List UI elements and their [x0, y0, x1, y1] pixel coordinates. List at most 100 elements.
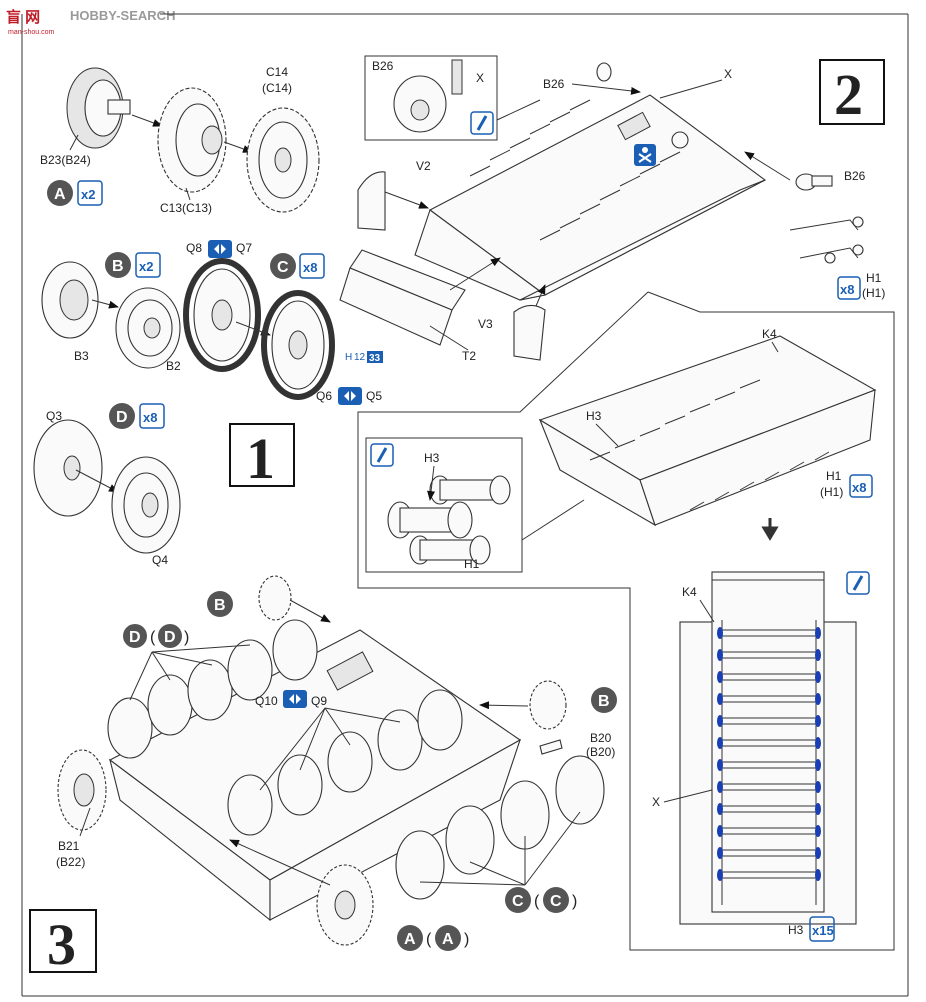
label-h1-mid: H1 [826, 469, 842, 483]
h3-glue-point [815, 869, 821, 881]
svg-text:B: B [598, 693, 610, 710]
leaders-q9 [259, 707, 401, 791]
svg-text:): ) [572, 893, 577, 910]
badge-c-qty: x8 [303, 260, 317, 275]
h3-glue-point [815, 847, 821, 859]
label-b26-inset: B26 [372, 59, 394, 73]
label-h1-inset: H1 [464, 557, 480, 571]
h3-glue-point [815, 671, 821, 683]
svg-text:(: ( [150, 629, 156, 646]
h3-rod [721, 629, 817, 637]
label-x-bottom: X [652, 795, 660, 809]
watermark: 盲 网 HOBBY-SEARCH man-shou.com [6, 8, 175, 36]
arrow-down [761, 518, 779, 541]
arrow-b23 [131, 114, 163, 127]
road-wheel-q4 [111, 456, 181, 554]
h3-glue-point [717, 803, 723, 815]
badge-a-pair: A ( A ) [397, 925, 469, 951]
h12-badge-bg [367, 351, 383, 363]
badge-d-qty: x8 [143, 410, 157, 425]
badge-c-letter: C [277, 259, 289, 276]
label-q3: Q3 [46, 409, 62, 423]
label-t2: T2 [462, 349, 476, 363]
h3-glue-point [717, 715, 723, 727]
sprocket-left [57, 749, 107, 831]
idler-far-b [258, 575, 292, 621]
svg-text:A: A [442, 931, 454, 948]
label-c13: C13(C13) [160, 201, 212, 215]
step-1-number: 1 [246, 426, 275, 491]
step-2-box [819, 59, 885, 125]
h3-rods [717, 627, 821, 881]
road-wheel-q3 [33, 419, 103, 517]
leader-c13 [185, 187, 191, 201]
suspension-arms [469, 99, 681, 241]
svg-text:): ) [464, 931, 469, 948]
idler-right-b [529, 680, 567, 730]
h3-glue-point [815, 759, 821, 771]
label-b21: B21 [58, 839, 80, 853]
svg-text:): ) [184, 629, 189, 646]
mirror-icon-q6-q5 [338, 387, 362, 405]
sprocket-c13 [157, 87, 227, 193]
label-c14: C14 [266, 65, 288, 79]
label-c14b: (C14) [262, 81, 292, 95]
h3-glue-point [717, 649, 723, 661]
label-h12: H [345, 352, 352, 363]
part-h1-arms [789, 216, 864, 264]
label-h12-num: 12 [354, 352, 366, 363]
h3-glue-point [717, 693, 723, 705]
label-k4-bottom: K4 [682, 585, 697, 599]
hull-upper [414, 94, 767, 301]
label-h3-inset: H3 [424, 451, 440, 465]
label-h1b: (H1) [862, 286, 885, 300]
inset-x-shaft [451, 59, 463, 95]
part-b20 [539, 739, 563, 755]
h3-rod [721, 805, 817, 813]
step-3: B20 (B20) B D ( D ) Q10 Q9 B B21 (B22) [29, 575, 617, 977]
badge-b: B x2 [105, 252, 161, 278]
svg-text:D: D [129, 629, 141, 646]
label-b2: B2 [166, 359, 181, 373]
h3-glue-point [815, 627, 821, 639]
wheel-b3 [41, 261, 99, 339]
label-h1-mid-qty: x8 [852, 480, 866, 495]
label-h12-badge: 33 [369, 353, 381, 364]
h3-rod [721, 651, 817, 659]
label-b22: (B22) [56, 855, 85, 869]
watermark-url: man-shou.com [8, 29, 54, 36]
hull-lower-detail [538, 335, 877, 527]
road-wheel-q8 [183, 258, 261, 372]
arrow-c13 [223, 141, 253, 153]
glue-icon [470, 111, 494, 135]
label-h1: H1 [866, 271, 882, 285]
h3-glue-point [815, 803, 821, 815]
inset-leader [496, 99, 541, 121]
svg-text:A: A [404, 931, 416, 948]
arrow-q3 [75, 469, 119, 493]
step-3-number: 3 [47, 912, 76, 977]
no-glue-icon [634, 144, 656, 166]
label-h3-bottom: H3 [788, 923, 804, 937]
svg-text:C: C [512, 893, 524, 910]
label-h1-midb: (H1) [820, 485, 843, 499]
part-b26-right [795, 173, 833, 191]
glue-icon [846, 571, 870, 595]
h3-rod [721, 849, 817, 857]
h3-glue-point [815, 715, 821, 727]
svg-text:D: D [164, 629, 176, 646]
label-b3: B3 [74, 349, 89, 363]
badge-a-qty: x2 [81, 187, 95, 202]
label-q10: Q10 [255, 694, 278, 708]
arrow-b3 [91, 299, 119, 309]
h3-glue-point [717, 847, 723, 859]
glue-icon [370, 443, 394, 467]
label-q5: Q5 [366, 389, 382, 403]
h3-rod [721, 695, 817, 703]
watermark-site-cn: 盲 网 [6, 8, 40, 26]
h3-glue-point [815, 737, 821, 749]
leaders-d [129, 644, 251, 701]
badge-b-letter: B [112, 258, 124, 275]
badge-b-top: B [207, 591, 233, 617]
h3-glue-point [815, 649, 821, 661]
